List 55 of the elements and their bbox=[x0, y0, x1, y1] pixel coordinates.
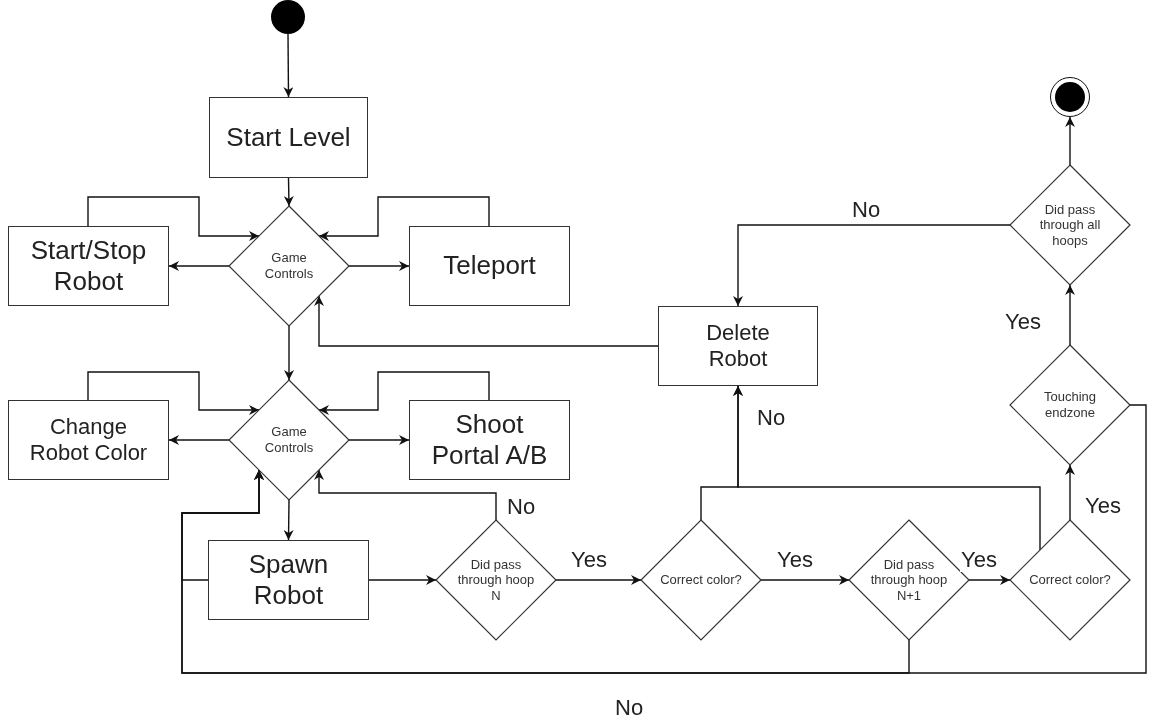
process-box bbox=[8, 226, 169, 306]
arrow bbox=[760, 575, 850, 585]
arrow bbox=[284, 325, 294, 381]
arrow bbox=[283, 499, 294, 541]
arrow bbox=[368, 575, 437, 585]
decision-diamond bbox=[229, 380, 349, 500]
decision-diamond bbox=[436, 520, 556, 640]
process-label: Spawn Robot bbox=[247, 548, 330, 612]
arrow bbox=[348, 435, 410, 445]
arrow bbox=[168, 261, 230, 271]
process-label: Start Level bbox=[226, 121, 351, 154]
arrow bbox=[87, 196, 260, 241]
decision-diamond bbox=[641, 520, 761, 640]
arrow bbox=[348, 261, 410, 271]
arrow bbox=[283, 177, 294, 207]
decision-label: Did pass through hoop N bbox=[456, 556, 536, 604]
process-label: Start/Stop Robot bbox=[29, 234, 148, 298]
process-label: Shoot Portal A/B bbox=[430, 408, 549, 472]
arrow bbox=[1065, 284, 1075, 346]
decision-label: Touching endzone bbox=[1042, 389, 1097, 421]
arrow bbox=[318, 196, 490, 241]
arrow bbox=[318, 371, 490, 415]
arrow bbox=[314, 295, 659, 347]
arrow bbox=[283, 33, 294, 98]
arrow bbox=[314, 469, 497, 521]
arrow bbox=[733, 385, 1041, 551]
process-box bbox=[658, 306, 818, 386]
arrow bbox=[87, 371, 260, 415]
decision-label: Correct color? bbox=[1028, 572, 1112, 588]
decision-diamond bbox=[229, 206, 349, 326]
process-box bbox=[208, 540, 369, 620]
arrow bbox=[968, 575, 1011, 585]
decision-label: Correct color? bbox=[659, 572, 743, 588]
decision-diamond bbox=[1010, 165, 1130, 285]
end-node bbox=[1050, 77, 1090, 117]
decision-label: Did pass through hoop N+1 bbox=[869, 556, 949, 604]
decision-label: Did pass through all hoops bbox=[1038, 201, 1102, 249]
process-box bbox=[8, 400, 169, 480]
decision-label: Game Controls bbox=[263, 424, 315, 456]
decision-diamond bbox=[1010, 520, 1130, 640]
arrow bbox=[168, 435, 230, 445]
arrow bbox=[555, 575, 642, 585]
process-box bbox=[409, 226, 570, 306]
process-box bbox=[409, 400, 570, 480]
arrow bbox=[181, 404, 1147, 674]
arrow bbox=[1065, 464, 1075, 521]
process-label: Delete Robot bbox=[705, 319, 771, 373]
process-box bbox=[209, 97, 368, 178]
process-label: Teleport bbox=[443, 250, 536, 282]
process-label: Change Robot Color bbox=[28, 413, 149, 467]
decision-diamond bbox=[1010, 345, 1130, 465]
arrow bbox=[733, 224, 1011, 307]
start-node bbox=[271, 0, 305, 34]
decision-label: Game Controls bbox=[263, 250, 315, 282]
arrow bbox=[1065, 116, 1075, 166]
